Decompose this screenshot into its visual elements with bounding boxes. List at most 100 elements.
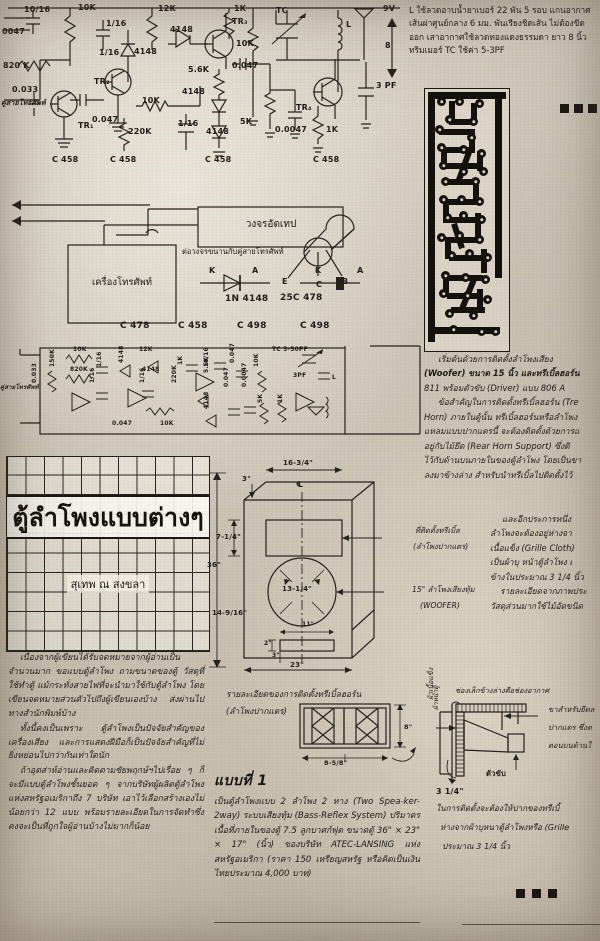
pcb-trace — [441, 147, 447, 169]
article-masthead: ตู้ลำโพงแบบต่างๆ สุเทพ ณ สงขลา — [6, 456, 210, 652]
pcb-trace — [449, 255, 485, 261]
label-00047: 0.0047 — [275, 125, 308, 134]
pcb-trace — [443, 199, 449, 223]
pcb-pad — [467, 133, 476, 142]
bottom-divider — [462, 924, 600, 925]
pcb-trace — [443, 275, 449, 297]
dim-3in-top: 3" — [242, 475, 251, 483]
label-820k: 820 K — [3, 61, 30, 70]
right-line-9: และอีกประการหนึ่ง — [502, 514, 572, 524]
pcb-trace — [428, 327, 500, 334]
pcb-pad — [437, 143, 446, 152]
label-tr4: TR₄ — [296, 103, 312, 112]
diode-pin-a-1: A — [252, 266, 259, 275]
right-line-7: ไว้กับด้านบนภายในของตู้ลำโพง โดยเป็นขา — [424, 455, 582, 466]
pcb-label-10kc: 10K — [160, 420, 174, 427]
block-diagram: วงจรอัดเทป เครื่องโทรศัพท์ ต่อวงจรขนานกั… — [0, 195, 410, 345]
pcb-pad — [445, 115, 454, 124]
right-line-15: วัสดุส่วนมากใช้ไม้อัดขนิด — [490, 600, 583, 611]
transistor-pin-c: C — [316, 280, 323, 289]
pcb-trace — [451, 307, 485, 313]
antenna-note-text: L ใช้ลวดอาบน้ำยาเบอร์ 22 พัน 5 รอบ แกนอา… — [409, 5, 591, 55]
device-c458-r: C 458 — [178, 321, 208, 331]
callout-tweeter-sub: (ลำโพงปากแตร) — [413, 542, 469, 551]
pcb-pad — [471, 177, 480, 186]
title-band: ตู้ลำโพงแบบต่างๆ — [7, 495, 209, 539]
pcb-label-4148a: 4148 — [118, 345, 125, 364]
pcb-pad — [461, 273, 470, 282]
horn-front-svg — [299, 703, 416, 762]
pcb-pad — [469, 311, 478, 320]
pcb-pad — [491, 327, 500, 336]
pcb-pad — [477, 327, 486, 336]
label-5k: 5K — [240, 117, 253, 126]
pcb-trace — [495, 92, 502, 278]
device-c458-1: C 458 — [52, 155, 79, 164]
recorder-box-label: วงจรอัดเทป — [245, 219, 297, 230]
pcb-pad — [477, 149, 486, 158]
pcb-pad — [459, 145, 468, 154]
pcb-label-1-16c: 1/16 — [139, 367, 146, 383]
right-line-14: รายละเอียดจากภาพประ — [500, 586, 587, 597]
label-tr2: TR₂ — [94, 77, 110, 86]
left-para-1: เนื่องจากผู้เขียนได้รับจดหมายจากผู้อ่านเ… — [8, 653, 204, 719]
pcb-trace — [441, 147, 471, 153]
pcb-pad — [477, 215, 486, 224]
label-tr3: TR₃ — [232, 17, 248, 26]
pcb-trace — [439, 129, 473, 135]
pcb-pad — [455, 231, 464, 240]
label-10k-3: 10K — [142, 96, 160, 105]
pcb-label-0047: 0.047 — [229, 343, 236, 363]
parallel-connection-note: ต่อวงจรขนานกับคู่สายโทรศัพท์ — [182, 247, 284, 256]
section-bottom-line-2: ห่างจากผ้าบุหนาตู้ลำโพงหรือ (Grille — [440, 822, 570, 832]
label-10-16: 10/16 — [24, 5, 51, 14]
pcb-label-10k2: 10K — [253, 353, 260, 367]
pcb-placement-svg — [19, 345, 421, 435]
right-line-5: แหลมแบบปากแตรนี้ จะต้องติดตั้งด้วยการแ — [424, 426, 580, 437]
pcb-pad — [481, 275, 490, 284]
pcb-trace — [447, 217, 479, 223]
right-line-3: ข้อสำคัญในการติดตั้งทรีเบิ้ลฮอร์น (Tre — [438, 397, 579, 408]
pcb-label-10k: 10K — [73, 346, 87, 353]
label-1k-1: 1K — [234, 4, 247, 13]
label-front-panel: ผ้าหน้าตู้ — [432, 685, 440, 710]
label-1k-2: 1K — [326, 125, 339, 134]
pcb-pad — [483, 253, 492, 262]
overall-height-svg — [209, 472, 226, 668]
label-10k-1: 10K — [78, 3, 96, 12]
end-mark — [532, 889, 541, 898]
callout-tweeter: ที่ติดตั้งทรีเบิ้ล — [415, 526, 460, 535]
pcb-label-1k: 1K — [177, 355, 184, 365]
pcb-label-820k: 820K — [70, 366, 88, 373]
device-c478: C 478 — [120, 321, 150, 331]
block-diagram-svg — [12, 200, 360, 324]
pcb-pad — [437, 233, 446, 242]
label-tr1: TR₁ — [78, 121, 94, 130]
author-band: สุเทพ ณ สงขลา — [7, 573, 209, 595]
label-1-16-1: 1/16 — [106, 19, 127, 28]
device-c498-a: C 498 — [237, 321, 267, 331]
label-4148-2: 4148 — [182, 87, 206, 96]
telephone-box-label: เครื่องโทรศัพท์ — [91, 277, 153, 288]
pcb-label-1kb: 1K — [277, 393, 284, 403]
dim-14-916: 14-9/16" — [212, 609, 248, 617]
end-mark — [574, 104, 583, 113]
author-name: สุเทพ ณ สงขลา — [66, 575, 150, 593]
transistor-package-drawing — [287, 214, 355, 279]
pcb-label-tc: TC 5-50PF — [272, 346, 308, 353]
cabinet-drawing: 16-3/4" 3" 7-1/4" ℄ 13-1/4" 14-9/16" 23"… — [212, 452, 427, 687]
label-phone-line-note: คู่สายโทรศัพท์ — [1, 99, 46, 107]
pcb-pad — [439, 195, 448, 204]
cabinet-overall-height-dim: 36" — [206, 470, 228, 670]
pcb-pad — [441, 177, 450, 186]
label-3pf: 3 PF — [376, 81, 397, 90]
right-line-13: ข้างในประมาณ 3 1/4 นิ้ว — [490, 571, 584, 582]
pcb-label-150k: 150K — [49, 349, 56, 367]
horn-mounting-section: ตัวขับ 3 1/4" — [434, 698, 564, 808]
device-c498-b: C 498 — [300, 321, 330, 331]
label-9v: 9V — [383, 4, 396, 13]
callout-woofer: 15" ลำโพงเสียงทุ้ม — [412, 585, 475, 594]
left-column-text: เนื่องจากผู้เขียนได้รับจดหมายจากผู้อ่านเ… — [8, 652, 204, 836]
right-line-12: เป็นผ้าบุ หน้าตู้ลำโพง เ — [490, 557, 573, 568]
right-line-2: 811 พร้อมตัวขับ (Driver) แบบ 806 A — [424, 382, 566, 393]
